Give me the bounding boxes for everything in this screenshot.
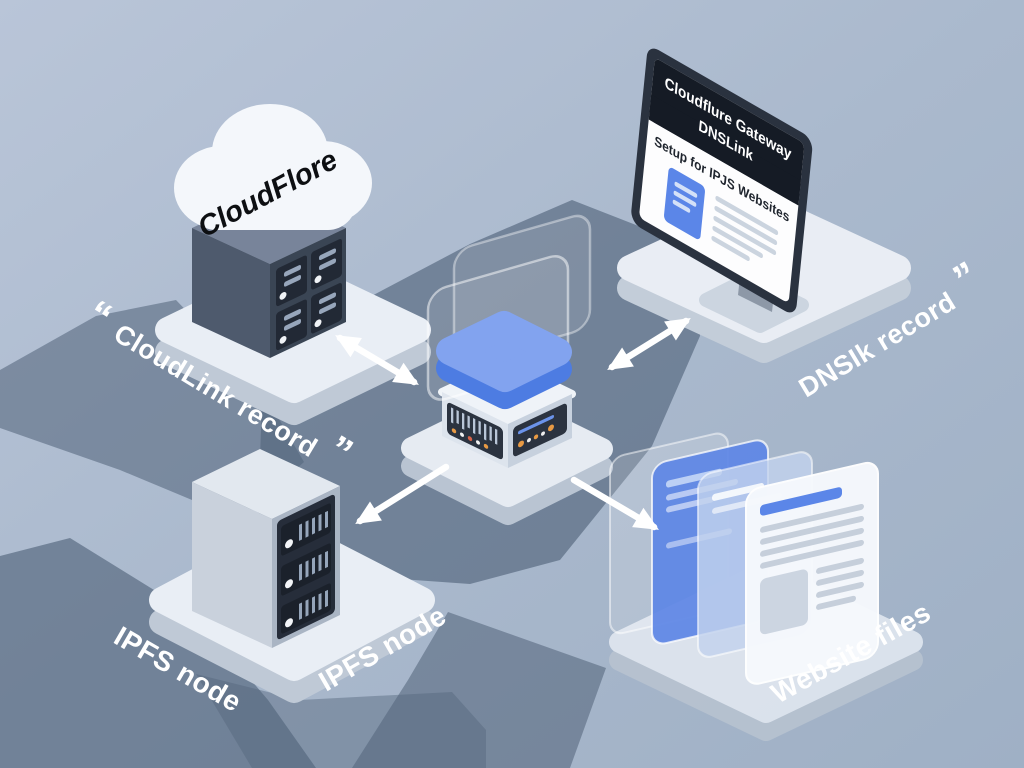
- arrow-gateway-website: [570, 476, 659, 531]
- screen-text-lines: [711, 195, 779, 262]
- gateway-group: [401, 214, 613, 525]
- gateway-device-icon: [438, 358, 576, 468]
- blue-cache-box-icon: [436, 311, 572, 409]
- front-panel-left: [447, 402, 503, 460]
- tower-server-icon: [192, 449, 340, 648]
- card-front: [745, 461, 879, 685]
- ipfs-node-group: IPFS node IPFS node: [109, 449, 451, 718]
- drive-bays: [276, 238, 342, 351]
- cloud-icon: [174, 104, 372, 230]
- screen-doc-icon: [663, 167, 705, 240]
- arrow-gateway-monitor: [607, 317, 691, 371]
- rack-server-icon: [192, 192, 346, 358]
- front-panel-right: [513, 403, 567, 457]
- arrow-cloud-gateway: [335, 334, 419, 386]
- tower-front-panel: [277, 494, 335, 640]
- monitor-group: Cloudflure Gateway DNSLink Setup for IPJ…: [617, 48, 986, 403]
- arrows: [335, 317, 691, 531]
- monitor-icon: Cloudflure Gateway DNSLink Setup for IPJ…: [631, 48, 813, 313]
- website-cards-icon: [609, 432, 879, 685]
- website-files-group: Website files: [609, 432, 936, 741]
- arrow-gateway-ipfs: [355, 463, 450, 525]
